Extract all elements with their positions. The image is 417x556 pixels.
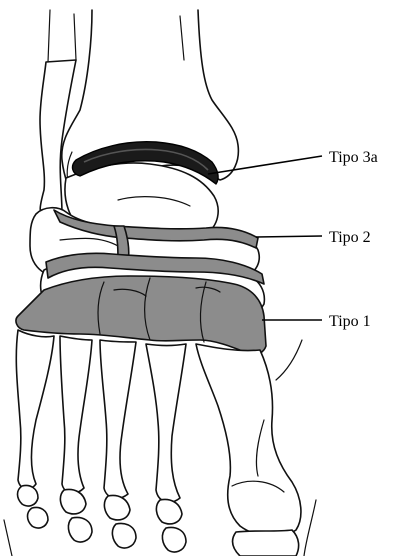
tipo2-label: Tipo 2 xyxy=(329,229,371,246)
tipo1-label: Tipo 1 xyxy=(329,313,371,330)
tipo3a-label: Tipo 3a xyxy=(329,149,378,166)
tipo2-leader-line xyxy=(256,236,322,237)
